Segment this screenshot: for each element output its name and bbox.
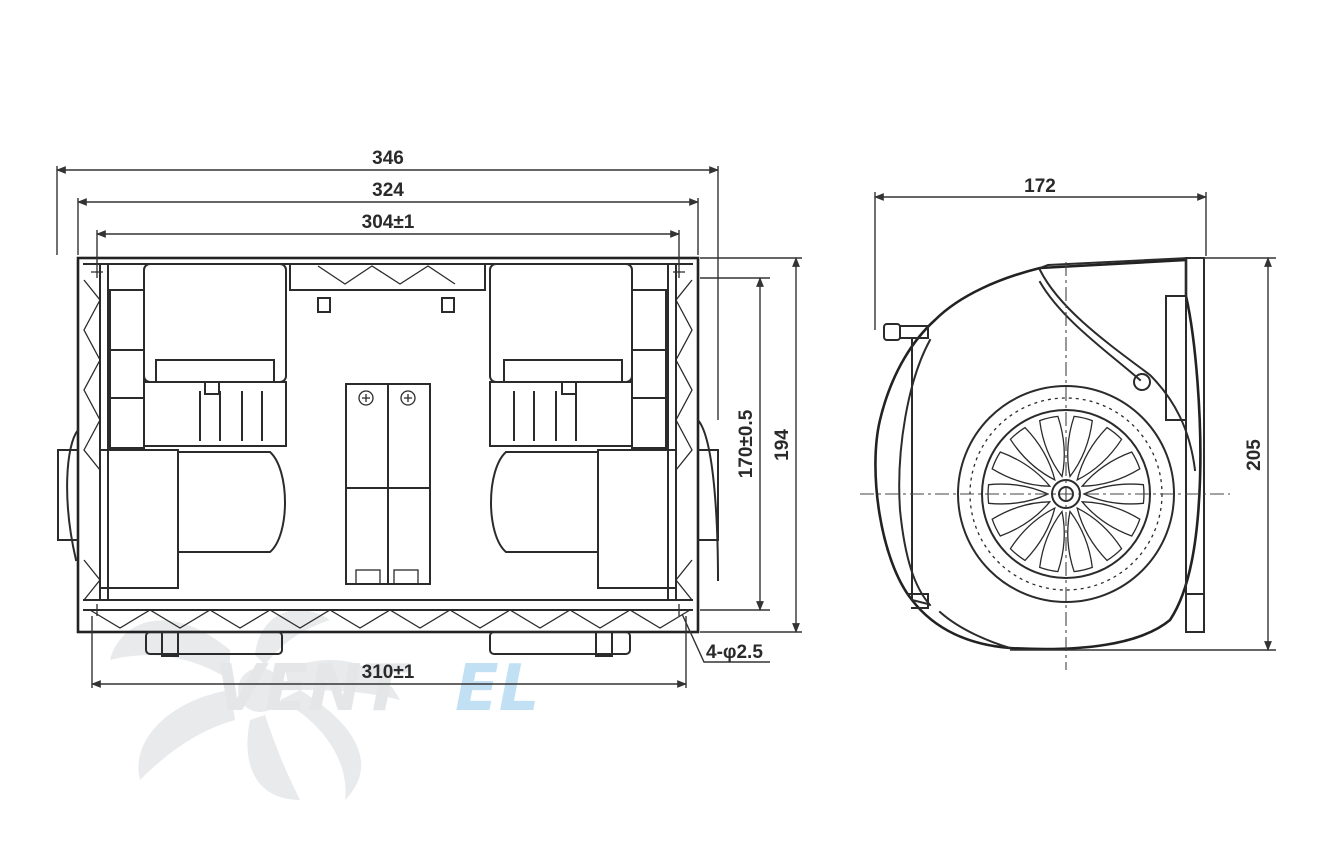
fan-blade: [1076, 426, 1123, 482]
fan-blade: [1067, 415, 1094, 479]
side-housing-outline: [874, 258, 1202, 651]
fan-blade: [1076, 506, 1123, 562]
mounting-holes: [91, 266, 685, 616]
front-view: 346 324 304±1 310±1 170±0.5 194 4-φ2.5: [56, 148, 802, 688]
fan-blade: [991, 501, 1052, 537]
left-motor-block: [99, 263, 287, 589]
dim-inner-height: 170±0.5: [736, 409, 757, 478]
screw-icon: [400, 390, 416, 406]
fan-blade: [1009, 426, 1056, 482]
fan-blade: [1038, 415, 1065, 479]
dim-depth: 172: [1024, 176, 1056, 197]
right-foot: [489, 631, 631, 655]
bottom-truss: [89, 609, 691, 629]
fan-blade: [1067, 509, 1094, 573]
fan-blade: [1080, 501, 1141, 537]
fan-blade: [1080, 451, 1141, 487]
dim-height: 205: [1244, 439, 1265, 471]
fan-logo-icon: [110, 610, 400, 800]
dim-overall-width: 346: [372, 148, 404, 169]
front-housing-outline: [76, 256, 700, 634]
watermark-text-blue: EL: [455, 652, 540, 726]
right-truss: [667, 263, 693, 601]
watermark-text-gray: VENT: [215, 652, 410, 726]
dim-holes: 4-φ2.5: [706, 642, 763, 663]
dim-mount-width: 304±1: [362, 212, 415, 233]
dim-overall-height: 194: [772, 429, 793, 461]
dim-base-width: 310±1: [362, 662, 415, 683]
center-connector: [345, 383, 431, 585]
screw-icon: [358, 390, 374, 406]
left-flange: [57, 449, 79, 541]
fan-blade: [1038, 509, 1065, 573]
side-inlet-nozzle: [883, 323, 930, 606]
right-motor-block: [489, 263, 677, 589]
left-truss: [83, 263, 109, 601]
left-foot: [145, 631, 283, 655]
right-flange: [697, 449, 719, 541]
dim-flange-width: 324: [372, 180, 404, 201]
fan-blade: [991, 451, 1052, 487]
holes-leader-line: [681, 613, 770, 663]
watermark: VENT EL: [110, 610, 540, 800]
fan-blade: [1009, 506, 1056, 562]
side-view: 172 205: [860, 176, 1276, 670]
knob-icon: [1133, 373, 1151, 391]
fan-wheel: [957, 385, 1175, 603]
